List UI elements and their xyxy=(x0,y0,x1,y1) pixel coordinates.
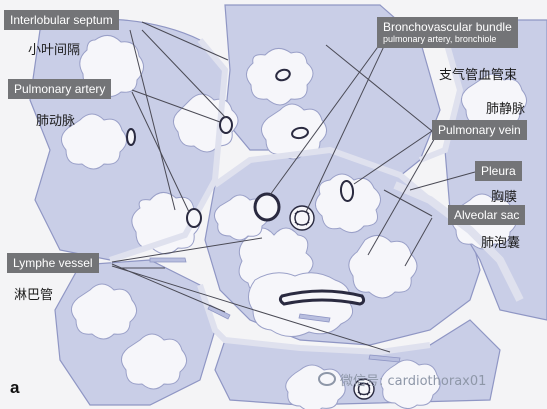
alveolar-sac xyxy=(248,272,354,337)
watermark: 微信号: cardiothorax01 xyxy=(318,370,486,389)
label-lymphe-vessel-zh: 淋巴管 xyxy=(14,288,54,303)
central-pulmonary-artery xyxy=(253,192,281,222)
label-pleura-text: Pleura xyxy=(481,164,516,178)
label-lymphe-vessel: Lymphe vessel xyxy=(7,253,99,273)
pulmonary-arteries xyxy=(186,116,281,228)
panel-letter: a xyxy=(10,378,20,397)
label-pleura-zh: 胸膜 xyxy=(491,190,518,205)
pulmonary-artery xyxy=(219,116,233,134)
label-pulmonary-vein-text: Pulmonary vein xyxy=(438,123,521,137)
bronchioles xyxy=(289,205,375,400)
label-lymphe-vessel-text: Lymphe vessel xyxy=(13,256,93,270)
alveolar-sac xyxy=(61,113,127,170)
leader-line xyxy=(269,43,381,196)
watermark-text: 微信号: cardiothorax01 xyxy=(340,374,487,389)
alveolar-sac xyxy=(348,235,418,299)
leader-line xyxy=(141,29,227,119)
chat-bubble-icon xyxy=(318,372,336,386)
label-interlobular-septum-zh: 小叶间隔 xyxy=(28,43,81,58)
leader-line xyxy=(111,265,391,353)
label-alveolar-sac-zh: 肺泡囊 xyxy=(481,236,521,251)
leader-line xyxy=(367,135,437,256)
bronchiole xyxy=(353,378,375,400)
pulmonary-artery xyxy=(186,208,202,228)
label-alveolar-sac-text: Alveolar sac xyxy=(454,208,520,222)
label-pulmonary-artery-zh: 肺动脉 xyxy=(36,114,76,129)
pulmonary-vein xyxy=(275,68,291,82)
label-pulmonary-vein: Pulmonary vein xyxy=(432,120,527,140)
lymph-vessel xyxy=(298,313,331,323)
pleura-band xyxy=(393,181,524,302)
bronchus-slit xyxy=(278,289,366,306)
label-interlobular-septum-text: Interlobular septum xyxy=(10,13,113,27)
lymph-vessel xyxy=(368,354,401,363)
alveolar-sac xyxy=(315,173,381,233)
leader-line xyxy=(353,130,433,185)
alveolar-sac xyxy=(121,333,187,390)
leader-line xyxy=(404,217,433,267)
label-bronchovascular-bundle-sub: pulmonary artery, bronchiole xyxy=(383,34,497,44)
bronchiole xyxy=(289,205,315,231)
label-bronchovascular-bundle-zh: 支气管血管束 xyxy=(439,68,518,83)
alveolar-sac xyxy=(380,359,441,409)
label-alveolar-sac: Alveolar sac xyxy=(448,205,526,225)
leader-line xyxy=(129,29,176,211)
interlobular-septa xyxy=(109,19,464,356)
pulmonary-vein xyxy=(339,180,355,202)
leader-line xyxy=(131,89,221,123)
label-pleura: Pleura xyxy=(475,161,522,181)
leader-line xyxy=(131,91,190,213)
label-interlobular-septum: Interlobular septum xyxy=(4,10,119,30)
label-pulmonary-vein-zh: 肺静脉 xyxy=(486,102,526,117)
leader-line xyxy=(383,189,433,217)
leader-line xyxy=(111,237,263,263)
lymph-vessels xyxy=(149,257,401,363)
leader-line xyxy=(111,263,226,313)
leader-line xyxy=(409,171,476,191)
leader-line xyxy=(325,44,433,132)
leader-line xyxy=(141,21,229,61)
alveolar-sac xyxy=(71,283,137,340)
leader-line xyxy=(305,43,386,213)
lymph-vessel xyxy=(149,257,187,263)
alveolar-sacs xyxy=(61,35,527,409)
pulmonary-vein xyxy=(291,126,309,140)
label-bronchovascular-bundle-text: Bronchovascular bundle xyxy=(383,20,512,34)
pulmonary-vein xyxy=(126,128,136,146)
pulmonary-veins xyxy=(126,68,355,202)
label-bronchovascular-bundle: Bronchovascular bundle pulmonary artery,… xyxy=(377,17,518,48)
label-pulmonary-artery: Pulmonary artery xyxy=(8,79,112,99)
label-pulmonary-artery-text: Pulmonary artery xyxy=(14,82,106,96)
leader-lines xyxy=(111,21,476,353)
